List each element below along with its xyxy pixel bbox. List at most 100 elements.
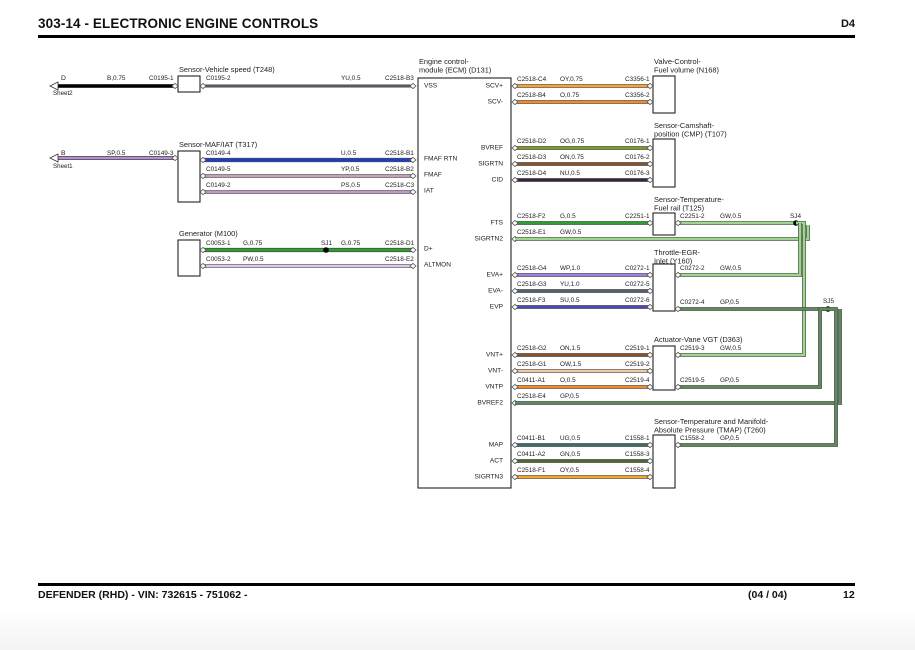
ecm-pin-bvref: BVREF: [481, 145, 503, 152]
connector-c2251-1: C2251-1: [625, 213, 650, 220]
t125-label-0: Sensor-Temperature-: [654, 195, 724, 204]
connector-c2518-b1: C2518-B1: [385, 150, 414, 157]
splice-label-sj4: SJ4: [790, 213, 801, 220]
page-count: (04 / 04): [748, 589, 788, 601]
connector-c0149-5: C0149-5: [206, 166, 231, 173]
ecm-pin-vntp: VNTP: [485, 384, 503, 391]
connector-c0272-5: C0272-5: [625, 281, 650, 288]
ecm-pin-fts: FTS: [491, 220, 504, 227]
terminal-c0195-2: [199, 82, 207, 90]
terminal-c2518-b3: [409, 82, 417, 90]
connector-c2518-b2: C2518-B2: [385, 166, 414, 173]
connector-c2518-g2: C2518-G2: [517, 345, 547, 352]
wire-spec-og-0-75: OG,0.75: [560, 138, 585, 145]
t260-box: [652, 434, 676, 489]
terminal-c0176-3: [646, 176, 654, 184]
terminal-c0272-2: [674, 271, 682, 279]
connector-c1558-3: C1558-3: [625, 451, 650, 458]
connector-c2251-2: C2251-2: [680, 213, 705, 220]
t248-box: [177, 75, 201, 93]
connector-c0272-2: C0272-2: [680, 265, 705, 272]
terminal-c2518-f1: [511, 473, 519, 481]
terminal-c1558-1: [646, 441, 654, 449]
n168-label-0: Valve-Control-: [654, 57, 701, 66]
terminal-c3356-1: [646, 82, 654, 90]
wire-spec-u-0-5: U,0.5: [341, 150, 357, 157]
terminal-c0149-5: [199, 172, 207, 180]
t125-box: [652, 212, 676, 236]
connector-c1558-4: C1558-4: [625, 467, 650, 474]
connector-c1558-1: C1558-1: [625, 435, 650, 442]
connector-c2519-3: C2519-3: [680, 345, 705, 352]
wire-spec-on-1-5: ON,1.5: [560, 345, 581, 352]
connector-c0272-4: C0272-4: [680, 299, 705, 306]
connector-c3356-2: C3356-2: [625, 92, 650, 99]
ecm-pin-act: ACT: [490, 458, 503, 465]
wire-spec-o-0-75: O,0.75: [560, 92, 580, 99]
ecm-label-0: Engine control-: [419, 57, 469, 66]
ecm-pin-vss: VSS: [424, 83, 438, 90]
n168-box: [652, 75, 676, 114]
header-rule: [38, 35, 855, 38]
footer-rule: [38, 583, 855, 586]
page-title: 303-14 - ELECTRONIC ENGINE CONTROLS: [38, 16, 319, 31]
ecm-pin-eva-: EVA-: [488, 288, 503, 295]
ecm-pin-vnt-: VNT+: [486, 352, 503, 359]
ecm-pin-scv-: SCV+: [486, 83, 504, 90]
connector-c2519-1: C2519-1: [625, 345, 650, 352]
terminal-c2251-2: [674, 219, 682, 227]
wire-spec-g-075-a: G,0.75: [243, 240, 263, 247]
terminal-c2518-c4: [511, 82, 519, 90]
terminal-c2518-f3: [511, 303, 519, 311]
wire-spec-yp-0-5: YP,0.5: [341, 166, 360, 173]
connector-c0176-1: C0176-1: [625, 138, 650, 145]
page-edge-shadow: [0, 610, 915, 650]
terminal-c2519-1: [646, 351, 654, 359]
connector-c2518-g1: C2518-G1: [517, 361, 547, 368]
connector-c3356-1: C3356-1: [625, 76, 650, 83]
ecm-pin-vnt-: VNT-: [488, 368, 503, 375]
ecm-label-1: module (ECM) (D131): [419, 66, 491, 75]
connector-c0411-a2: C0411-A2: [517, 451, 546, 458]
ecm-pin-scv-: SCV-: [488, 99, 503, 106]
t317-box: [177, 150, 201, 203]
terminal-c2518-d2: [511, 144, 519, 152]
terminal-c2518-g4: [511, 271, 519, 279]
connector-c0411-a1: C0411-A1: [517, 377, 546, 384]
wire-spec-b-075: B,0.75: [107, 75, 126, 82]
ecm-pin-altmon: ALTMON: [424, 262, 451, 269]
terminal-c0411-a1: [511, 383, 519, 391]
connector-c2518-g3: C2518-G3: [517, 281, 547, 288]
offsheet-arrow-b: [49, 153, 59, 163]
terminal-c2518-d4: [511, 176, 519, 184]
wire-spec-gp-05-d363: GP,0.5: [720, 377, 740, 384]
offsheet-sheet-1: Sheet1: [53, 163, 73, 170]
connector-c0411-b1: C0411-B1: [517, 435, 546, 442]
terminal-c0176-2: [646, 160, 654, 168]
terminal-c0053-1: [199, 246, 207, 254]
splice-label-sj1: SJ1: [321, 240, 332, 247]
connector-c0272-1: C0272-1: [625, 265, 650, 272]
wire-spec-su-0-5: SU,0.5: [560, 297, 580, 304]
wire-c2519-5-gp: [678, 307, 828, 389]
wire-spec-gp-0-5: GP,0.5: [560, 393, 580, 400]
wire-spec-gw-0-5: GW,0.5: [560, 229, 582, 236]
m100-label-0: Generator (M100): [179, 229, 238, 238]
d363-box: [652, 345, 676, 391]
wire-spec-ps-0-5: PS,0.5: [341, 182, 361, 189]
connector-c0053-2: C0053-2: [206, 256, 231, 263]
terminal-c2518-d3: [511, 160, 519, 168]
connector-c0149-3: C0149-3: [149, 150, 174, 157]
ecm-pin-map: MAP: [489, 442, 504, 449]
terminal-c2519-4: [646, 383, 654, 391]
terminal-c2518-f2: [511, 219, 519, 227]
terminal-c2518-g1: [511, 367, 519, 375]
terminal-c0272-1: [646, 271, 654, 279]
wire-spec-ow-1-5: OW,1.5: [560, 361, 582, 368]
connector-c2518-d4: C2518-D4: [517, 170, 547, 177]
ecm-pin-eva-: EVA+: [486, 272, 503, 279]
splice-label-sj5: SJ5: [823, 298, 834, 305]
wire-spec-yu-1-0: YU,1.0: [560, 281, 580, 288]
offsheet-letter-d: D: [61, 75, 66, 82]
connector-c2518-c4: C2518-C4: [517, 76, 547, 83]
